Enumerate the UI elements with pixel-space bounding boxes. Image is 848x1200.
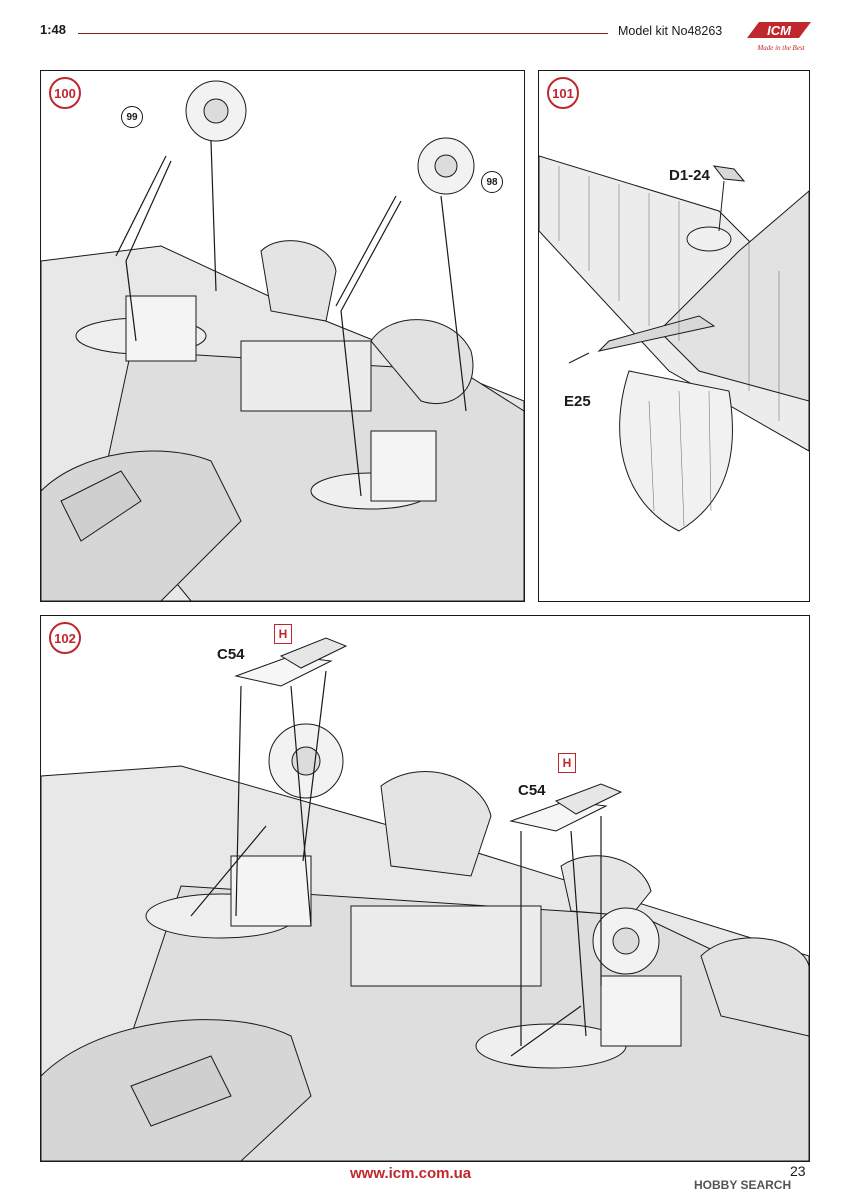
step-102-panel: 102 C54 H C54 H	[40, 615, 810, 1162]
page-number: 23	[790, 1163, 806, 1179]
step-number-101: 101	[547, 77, 579, 109]
h-mark-right: H	[558, 753, 576, 773]
logo-text: ICM	[767, 23, 792, 38]
step-101-illustration	[539, 155, 809, 532]
icm-logo: ICM Made in the Best	[747, 22, 811, 52]
step-102-illustration	[41, 637, 809, 1161]
model-number: Model kit No48263	[618, 24, 723, 38]
part-label-c54-left: C54	[217, 646, 245, 663]
step-100-panel: 100 99 98	[40, 70, 525, 602]
step-number-102: 102	[49, 622, 81, 654]
reference-step-99: 99	[121, 106, 143, 128]
step-101-panel: 101 D1-24 E25	[538, 70, 810, 602]
header-rule	[78, 33, 608, 34]
part-label-e25: E25	[564, 393, 591, 410]
part-label-c54-right: C54	[518, 782, 546, 799]
scale-label: 1:48	[40, 22, 67, 37]
reference-step-98: 98	[481, 171, 503, 193]
website-url[interactable]: www.icm.com.ua	[350, 1165, 472, 1182]
part-label-d1-24: D1-24	[669, 167, 710, 184]
step-number-100: 100	[49, 77, 81, 109]
step-100-illustration	[41, 80, 524, 601]
logo-tagline: Made in the Best	[756, 44, 805, 52]
watermark-text: HOBBY SEARCH	[694, 1178, 792, 1192]
h-mark-left: H	[274, 624, 292, 644]
